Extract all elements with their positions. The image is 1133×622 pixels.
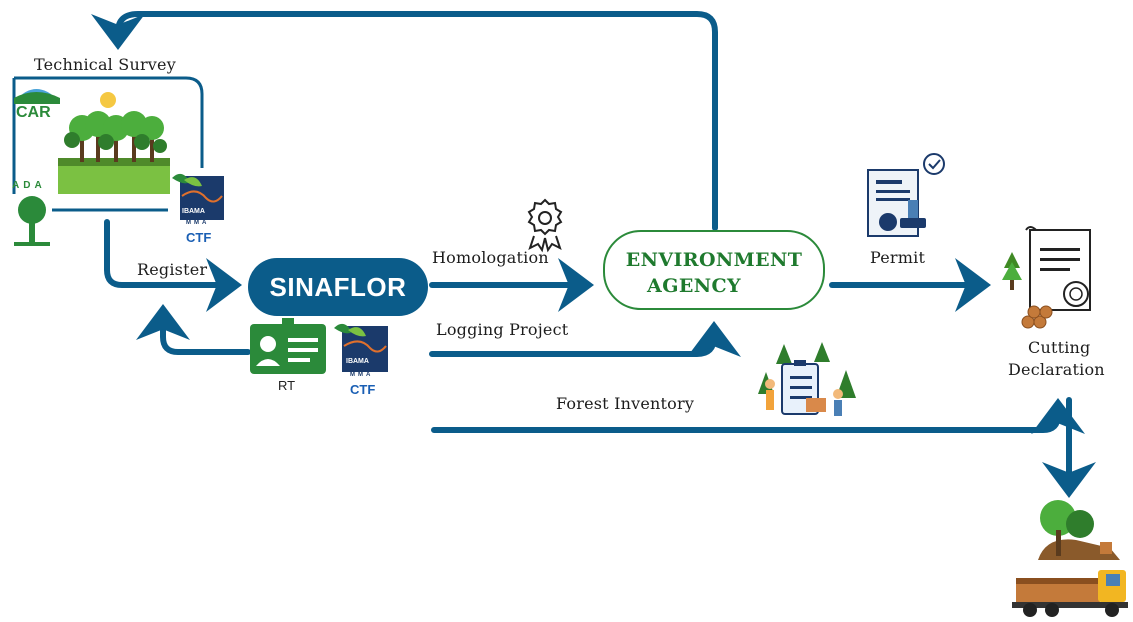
agency-line1: ENVIRONMENT <box>625 249 803 271</box>
logging-project-label: Logging Project <box>436 320 569 339</box>
forest-inventory-label: Forest Inventory <box>556 394 695 413</box>
ada-logo-icon <box>12 194 52 254</box>
declaration-label: Declaration <box>1008 360 1105 379</box>
sinaflor-node: SINAFLOR <box>248 258 428 316</box>
arrows <box>91 11 1096 498</box>
register-label: Register <box>137 260 208 279</box>
arrow-agency-to-survey <box>91 11 718 231</box>
ibama-top-icon <box>172 173 224 220</box>
car-logo-icon <box>14 89 60 104</box>
environment-agency-node: ENVIRONMENT AGENCY <box>603 230 825 310</box>
arrow-rt-back <box>136 304 251 355</box>
homologation-label: Homologation <box>432 248 549 267</box>
inventory-clipboard-icon <box>758 342 856 416</box>
ibama-bottom-icon <box>334 323 388 372</box>
ibama-top-label: IBAMA <box>182 208 205 215</box>
mma-top-label: MMA <box>186 220 210 226</box>
arrow-logging-project <box>429 321 741 357</box>
permit-label: Permit <box>870 248 926 267</box>
document-stamp-icon <box>867 153 945 237</box>
ada-logo-label: ADA <box>12 180 46 191</box>
award-badge-icon <box>527 198 563 253</box>
ctf-bottom-label: CTF <box>350 382 376 397</box>
arrow-register <box>104 219 242 312</box>
agency-line2: AGENCY <box>647 275 741 297</box>
ctf-top-label: CTF <box>186 230 212 245</box>
log-truck-icon <box>1012 500 1128 617</box>
rt-label: RT <box>278 378 296 393</box>
technical-survey-label: Technical Survey <box>34 55 176 74</box>
ibama-bottom-label: IBAMA <box>346 358 369 365</box>
cutting-label: Cutting <box>1028 338 1091 357</box>
car-logo-label: CAR <box>16 104 51 121</box>
id-card-icon <box>250 318 326 374</box>
forest-icon <box>58 92 170 194</box>
arrow-forest-inventory <box>431 398 1085 434</box>
mma-bottom-label: MMA <box>350 372 374 378</box>
certificate-icon <box>1002 226 1091 329</box>
